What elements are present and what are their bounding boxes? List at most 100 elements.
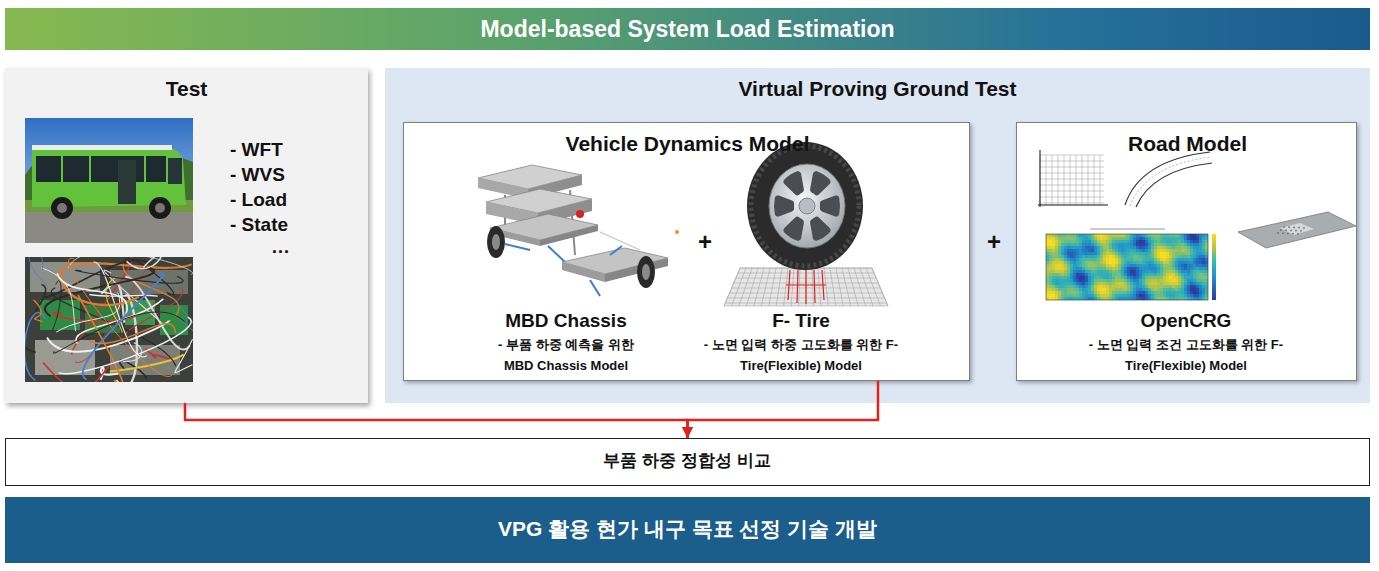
heatmap [1136,294,1139,297]
heatmap [1151,255,1154,258]
heatmap [1049,264,1052,267]
heatmap [1139,249,1142,252]
heatmap [1067,243,1070,246]
chart-grid [1040,191,1104,192]
heatmap [1112,276,1115,279]
text-slot: Test [5,76,368,101]
heatmap [1139,279,1142,282]
measurement-item: - State [230,214,360,237]
heatmap [1184,276,1187,279]
heatmap [1160,252,1163,255]
heatmap [1094,297,1097,300]
heatmap [1046,285,1049,288]
heatmap [1058,252,1061,255]
heatmap [1187,249,1190,252]
heatmap [1124,237,1127,240]
heatmap [1163,255,1166,258]
heatmap [1085,294,1088,297]
plate-pattern [1287,233,1289,235]
heatmap [1049,282,1052,285]
heatmap [1154,267,1157,270]
heatmap [1067,240,1070,243]
heatmap [1199,288,1202,291]
heatmap [1058,282,1061,285]
heatmap [1184,264,1187,267]
heatmap [1109,270,1112,273]
heatmap [1100,282,1103,285]
heatmap [1178,252,1181,255]
heatmap [1178,267,1181,270]
road-mesh [812,268,813,306]
heatmap [1118,288,1121,291]
bus-photo [168,158,182,184]
heatmap [1082,240,1085,243]
heatmap [1193,252,1196,255]
heatmap [1187,264,1190,267]
heatmap [1160,288,1163,291]
heatmap [1175,261,1178,264]
heatmap [1115,288,1118,291]
heatmap [1046,237,1049,240]
bus-photo [32,148,186,207]
cable-bundle [125,277,189,350]
heatmap [1082,264,1085,267]
heatmap [1160,276,1163,279]
heatmap [1199,282,1202,285]
heatmap [1058,294,1061,297]
heatmap [1112,234,1115,237]
heatmap [1127,285,1130,288]
heatmap [1205,282,1208,285]
heatmap [1058,270,1061,273]
heatmap [1064,294,1067,297]
heatmap [1148,258,1151,261]
cable-bundle [57,273,127,314]
heatmap [1070,237,1073,240]
heatmap [1064,261,1067,264]
chassis-model [642,264,650,280]
heatmap [1073,291,1076,294]
heatmap [1127,237,1130,240]
heatmap [1079,282,1082,285]
heatmap [1103,270,1106,273]
heatmap [1091,252,1094,255]
heatmap [1079,255,1082,258]
heatmap [1127,255,1130,258]
heatmap [1106,246,1109,249]
heatmap [1127,276,1130,279]
heatmap [1079,276,1082,279]
heatmap [1181,234,1184,237]
tire-model [724,142,888,306]
heatmap [1163,273,1166,276]
heatmap [1196,297,1199,300]
heatmap [1205,258,1208,261]
heatmap [1202,276,1205,279]
heatmap [1106,285,1109,288]
heatmap [1190,294,1193,297]
heatmap [1169,243,1172,246]
heatmap [1190,288,1193,291]
heatmap [1202,294,1205,297]
heatmap [1070,258,1073,261]
heatmap [1073,276,1076,279]
bus-photo [32,145,172,150]
heatmap [1076,252,1079,255]
heatmap [1205,243,1208,246]
heatmap [1127,291,1130,294]
bus-photo [57,203,67,213]
heatmap [1079,273,1082,276]
heatmap [1061,279,1064,282]
heatmap [1109,258,1112,261]
heatmap [1070,243,1073,246]
heatmap [1160,282,1163,285]
heatmap [1115,294,1118,297]
heatmap [1076,279,1079,282]
heatmap [1049,234,1052,237]
heatmap [1169,276,1172,279]
heatmap [1172,285,1175,288]
heatmap [1055,249,1058,252]
heatmap [1136,264,1139,267]
heatmap [1196,285,1199,288]
heatmap [1064,276,1067,279]
heatmap [1193,282,1196,285]
heatmap [1178,288,1181,291]
